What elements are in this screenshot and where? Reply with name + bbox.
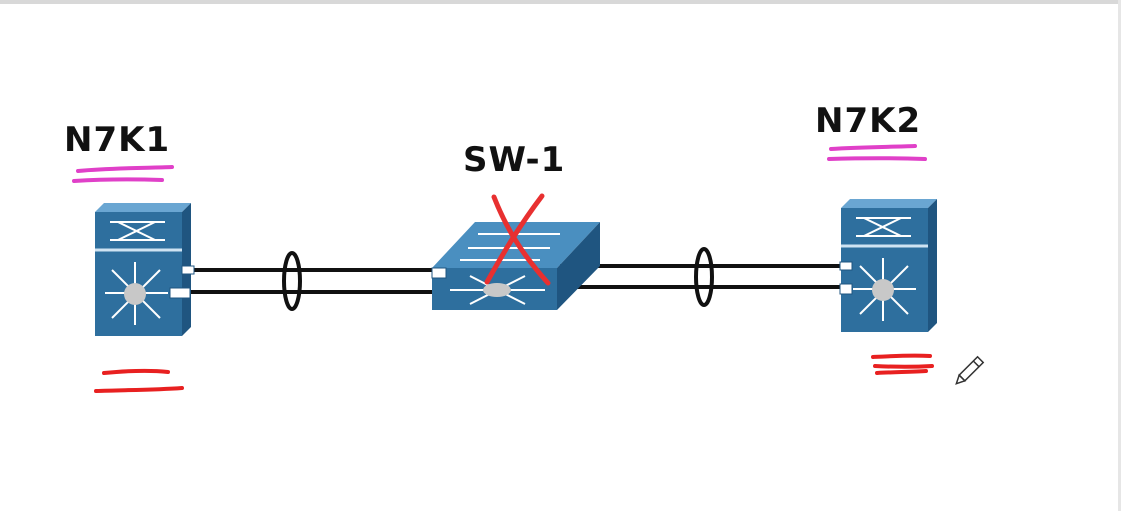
cross-out-mark (484, 193, 551, 286)
label-underline-n7k2 (827, 144, 927, 161)
frame-top-edge (0, 0, 1121, 4)
link-n7k1-sw1 (190, 251, 440, 311)
node-label-n7k1: N7K1 (64, 120, 171, 160)
device-underline-n7k1 (94, 368, 184, 393)
node-label-sw1: SW-1 (463, 140, 566, 180)
port-channel-ring-left (282, 251, 302, 311)
port-channel-ring-right (694, 247, 714, 307)
node-label-n7k2: N7K2 (815, 101, 922, 141)
device-underline-n7k2 (871, 353, 934, 375)
nexus-switch-icon (95, 203, 195, 336)
nexus-switch-icon (839, 199, 937, 332)
label-underline-n7k1 (72, 165, 174, 183)
frame-right-edge (1118, 0, 1121, 511)
link-sw1-n7k2 (560, 247, 850, 307)
pencil-cursor-icon[interactable] (954, 355, 985, 387)
